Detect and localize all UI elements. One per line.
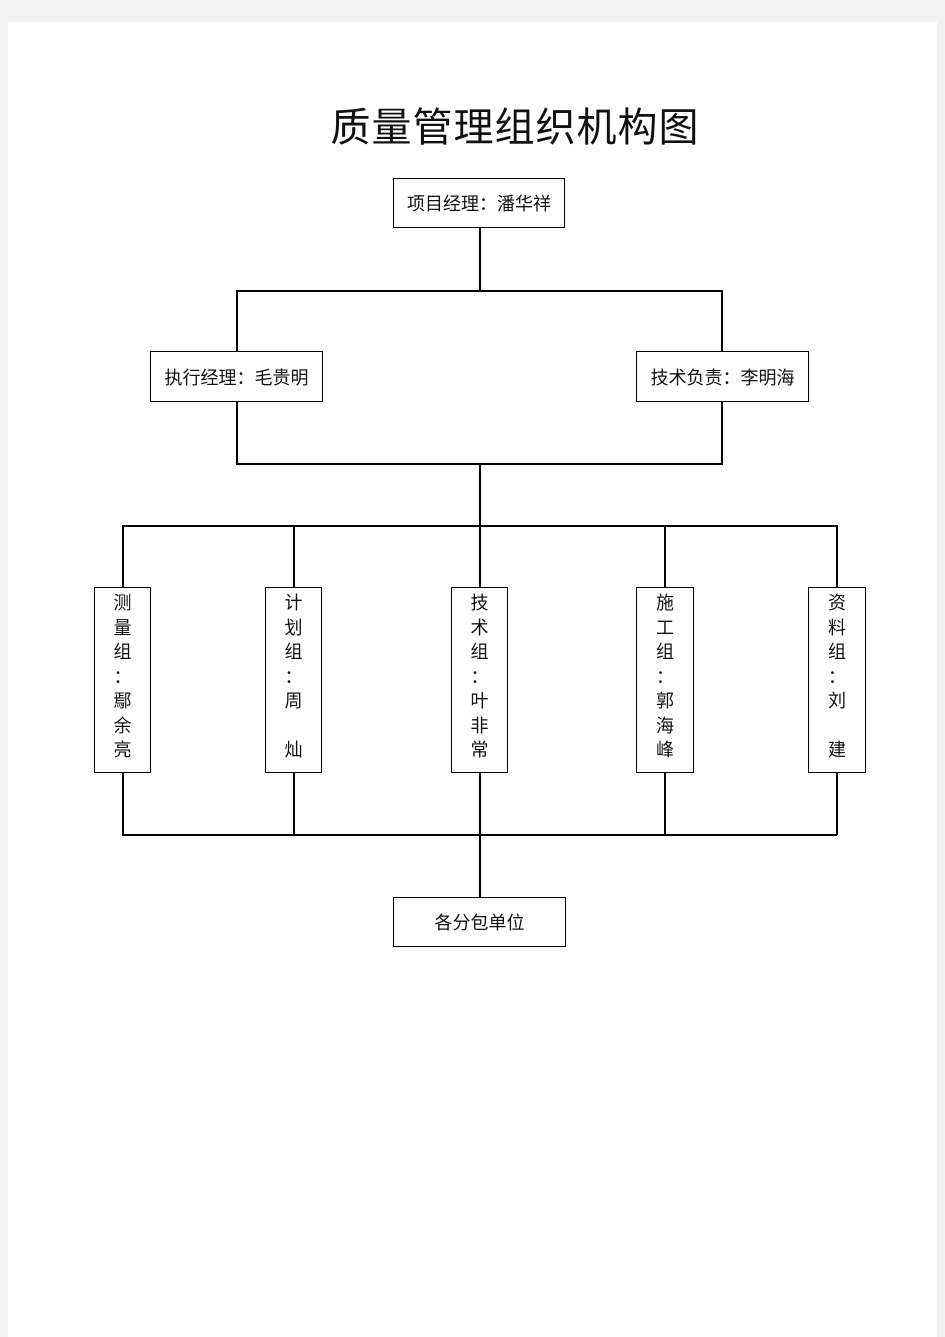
technical-lead-label: 技术负责：李明海 xyxy=(650,367,795,389)
connector-to-group-4 xyxy=(664,525,666,588)
connector-tech-down xyxy=(721,401,723,464)
connector-from-group-5 xyxy=(836,772,838,835)
technical-lead-box: 技术负责：李明海 xyxy=(636,351,809,402)
chart-title: 质量管理组织机构图 xyxy=(330,105,700,151)
connector-to-group-2 xyxy=(293,525,295,588)
connector-from-group-2 xyxy=(293,772,295,835)
group-box-documents: 资 料 组 ： 刘 建 xyxy=(808,587,866,773)
group-label-survey: 测 量 组 ： 鄢 余 亮 xyxy=(113,593,132,761)
connector-from-group-1 xyxy=(122,772,124,835)
subcontractors-label: 各分包单位 xyxy=(434,913,525,934)
connector-upper-horizontal xyxy=(236,290,723,292)
connector-pm-down xyxy=(479,227,481,291)
group-box-survey: 测 量 组 ： 鄢 余 亮 xyxy=(94,587,151,773)
connector-bottom-horizontal xyxy=(122,834,837,836)
project-manager-box: 项目经理：潘华祥 xyxy=(393,178,565,228)
connector-to-group-5 xyxy=(836,525,838,588)
executive-manager-box: 执行经理：毛贵明 xyxy=(150,351,323,402)
connector-left-to-exec xyxy=(236,290,238,352)
executive-manager-label: 执行经理：毛贵明 xyxy=(164,367,309,389)
group-label-planning: 计 划 组 ： 周 灿 xyxy=(284,593,303,761)
group-label-construction: 施 工 组 ： 郭 海 峰 xyxy=(656,593,674,761)
connector-to-group-1 xyxy=(122,525,124,588)
group-box-technical: 技 术 组 ： 叶 非 常 xyxy=(451,587,508,773)
subcontractors-box: 各分包单位 xyxy=(393,897,566,947)
connector-from-group-4 xyxy=(664,772,666,835)
connector-exec-down xyxy=(236,401,238,464)
project-manager-label: 项目经理：潘华祥 xyxy=(407,194,551,215)
connector-right-to-tech xyxy=(721,290,723,352)
group-label-documents: 资 料 组 ： 刘 建 xyxy=(828,593,846,761)
connector-groups-horizontal xyxy=(122,525,837,527)
group-box-planning: 计 划 组 ： 周 灿 xyxy=(265,587,322,773)
group-label-technical: 技 术 组 ： 叶 非 常 xyxy=(470,593,489,761)
group-box-construction: 施 工 组 ： 郭 海 峰 xyxy=(636,587,694,773)
